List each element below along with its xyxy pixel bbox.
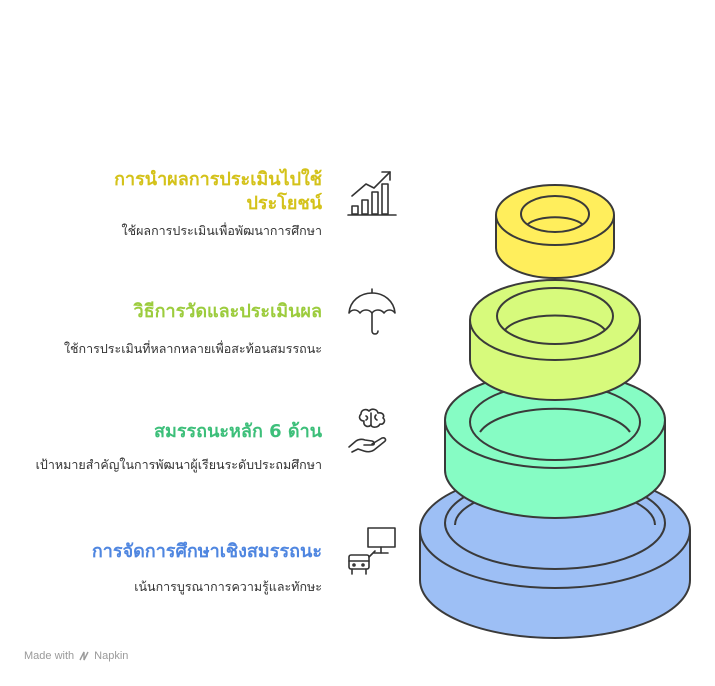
stacked-rings-diagram bbox=[419, 184, 691, 639]
ring-assessment-methods bbox=[469, 279, 641, 401]
item-title: วิธีการวัดและประเมินผล bbox=[133, 301, 322, 322]
item-competency-education: การจัดการศึกษาเชิงสมรรถนะ เน้นการบูรณากา… bbox=[92, 540, 322, 595]
ring-core-competencies bbox=[444, 371, 666, 519]
item-title: การนำผลการประเมินไปใช้ประโยชน์ bbox=[114, 169, 322, 214]
item-assessment-methods: วิธีการวัดและประเมินผล ใช้การประเมินที่ห… bbox=[64, 300, 322, 357]
item-title: สมรรถนะหลัก 6 ด้าน bbox=[153, 421, 322, 442]
item-description: ใช้ผลการประเมินเพื่อพัฒนาการศึกษา bbox=[121, 223, 322, 238]
napkin-logo-icon bbox=[79, 651, 89, 661]
footer-branding: Made with Napkin bbox=[24, 650, 128, 662]
brain-hand-icon bbox=[346, 405, 398, 457]
item-description: เป้าหมายสำคัญในการพัฒนาผู้เรียนระดับประถ… bbox=[35, 457, 322, 472]
made-with-label: Made with bbox=[24, 650, 75, 662]
item-core-competencies: สมรรถนะหลัก 6 ด้าน เป้าหมายสำคัญในการพัฒ… bbox=[32, 420, 322, 473]
item-description: ใช้การประเมินที่หลากหลายเพื่อสะท้อนสมรรถ… bbox=[63, 341, 322, 356]
item-title: การจัดการศึกษาเชิงสมรรถนะ bbox=[91, 541, 322, 562]
brand-label: Napkin bbox=[94, 650, 129, 662]
item-description: เน้นการบูรณาการความรู้และทักษะ bbox=[134, 579, 322, 594]
growth-chart-icon bbox=[346, 166, 398, 218]
classroom-icon bbox=[346, 525, 398, 577]
umbrella-icon bbox=[346, 287, 398, 339]
item-assessment-use: การนำผลการประเมินไปใช้ประโยชน์ ใช้ผลการป… bbox=[72, 168, 322, 239]
ring-assessment-use bbox=[495, 184, 615, 279]
